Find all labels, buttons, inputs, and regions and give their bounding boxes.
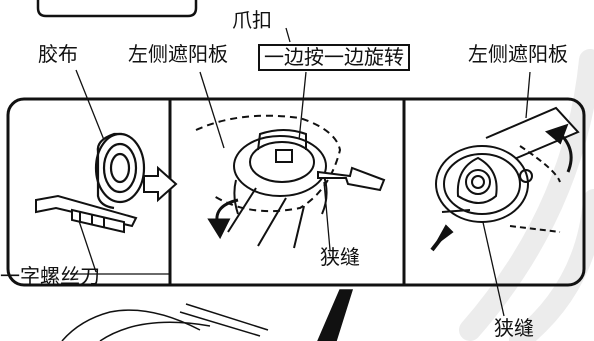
label-gap-1: 狭缝	[320, 245, 360, 269]
label-gap-2: 狭缝	[494, 316, 534, 340]
label-screwdriver: 一字螺丝刀	[0, 264, 100, 288]
label-left-visor-1: 左侧遮阳板	[128, 42, 228, 66]
visor-clip-icon	[435, 106, 580, 233]
label-left-visor-2: 左侧遮阳板	[468, 42, 568, 66]
previous-step-box	[36, 0, 198, 18]
rotate-up-arrow-icon	[544, 123, 573, 173]
mount-ring-icon	[195, 114, 342, 249]
tape-roll-icon	[94, 132, 146, 210]
label-tape: 胶布	[38, 42, 78, 66]
leader-lines	[72, 27, 531, 317]
next-step-arrow	[143, 165, 178, 203]
next-figure-fragment	[61, 289, 354, 341]
push-arrow-icon	[430, 224, 454, 252]
flathead-screwdriver-icon	[35, 194, 138, 234]
label-press-rotate: 一边按一边旋转	[258, 44, 410, 71]
background-watermark	[459, 49, 594, 341]
small-screwdriver-icon	[317, 166, 386, 192]
rotate-arrow-icon	[207, 198, 239, 240]
label-claw: 爪扣	[232, 8, 272, 32]
steps-frame	[6, 97, 586, 287]
